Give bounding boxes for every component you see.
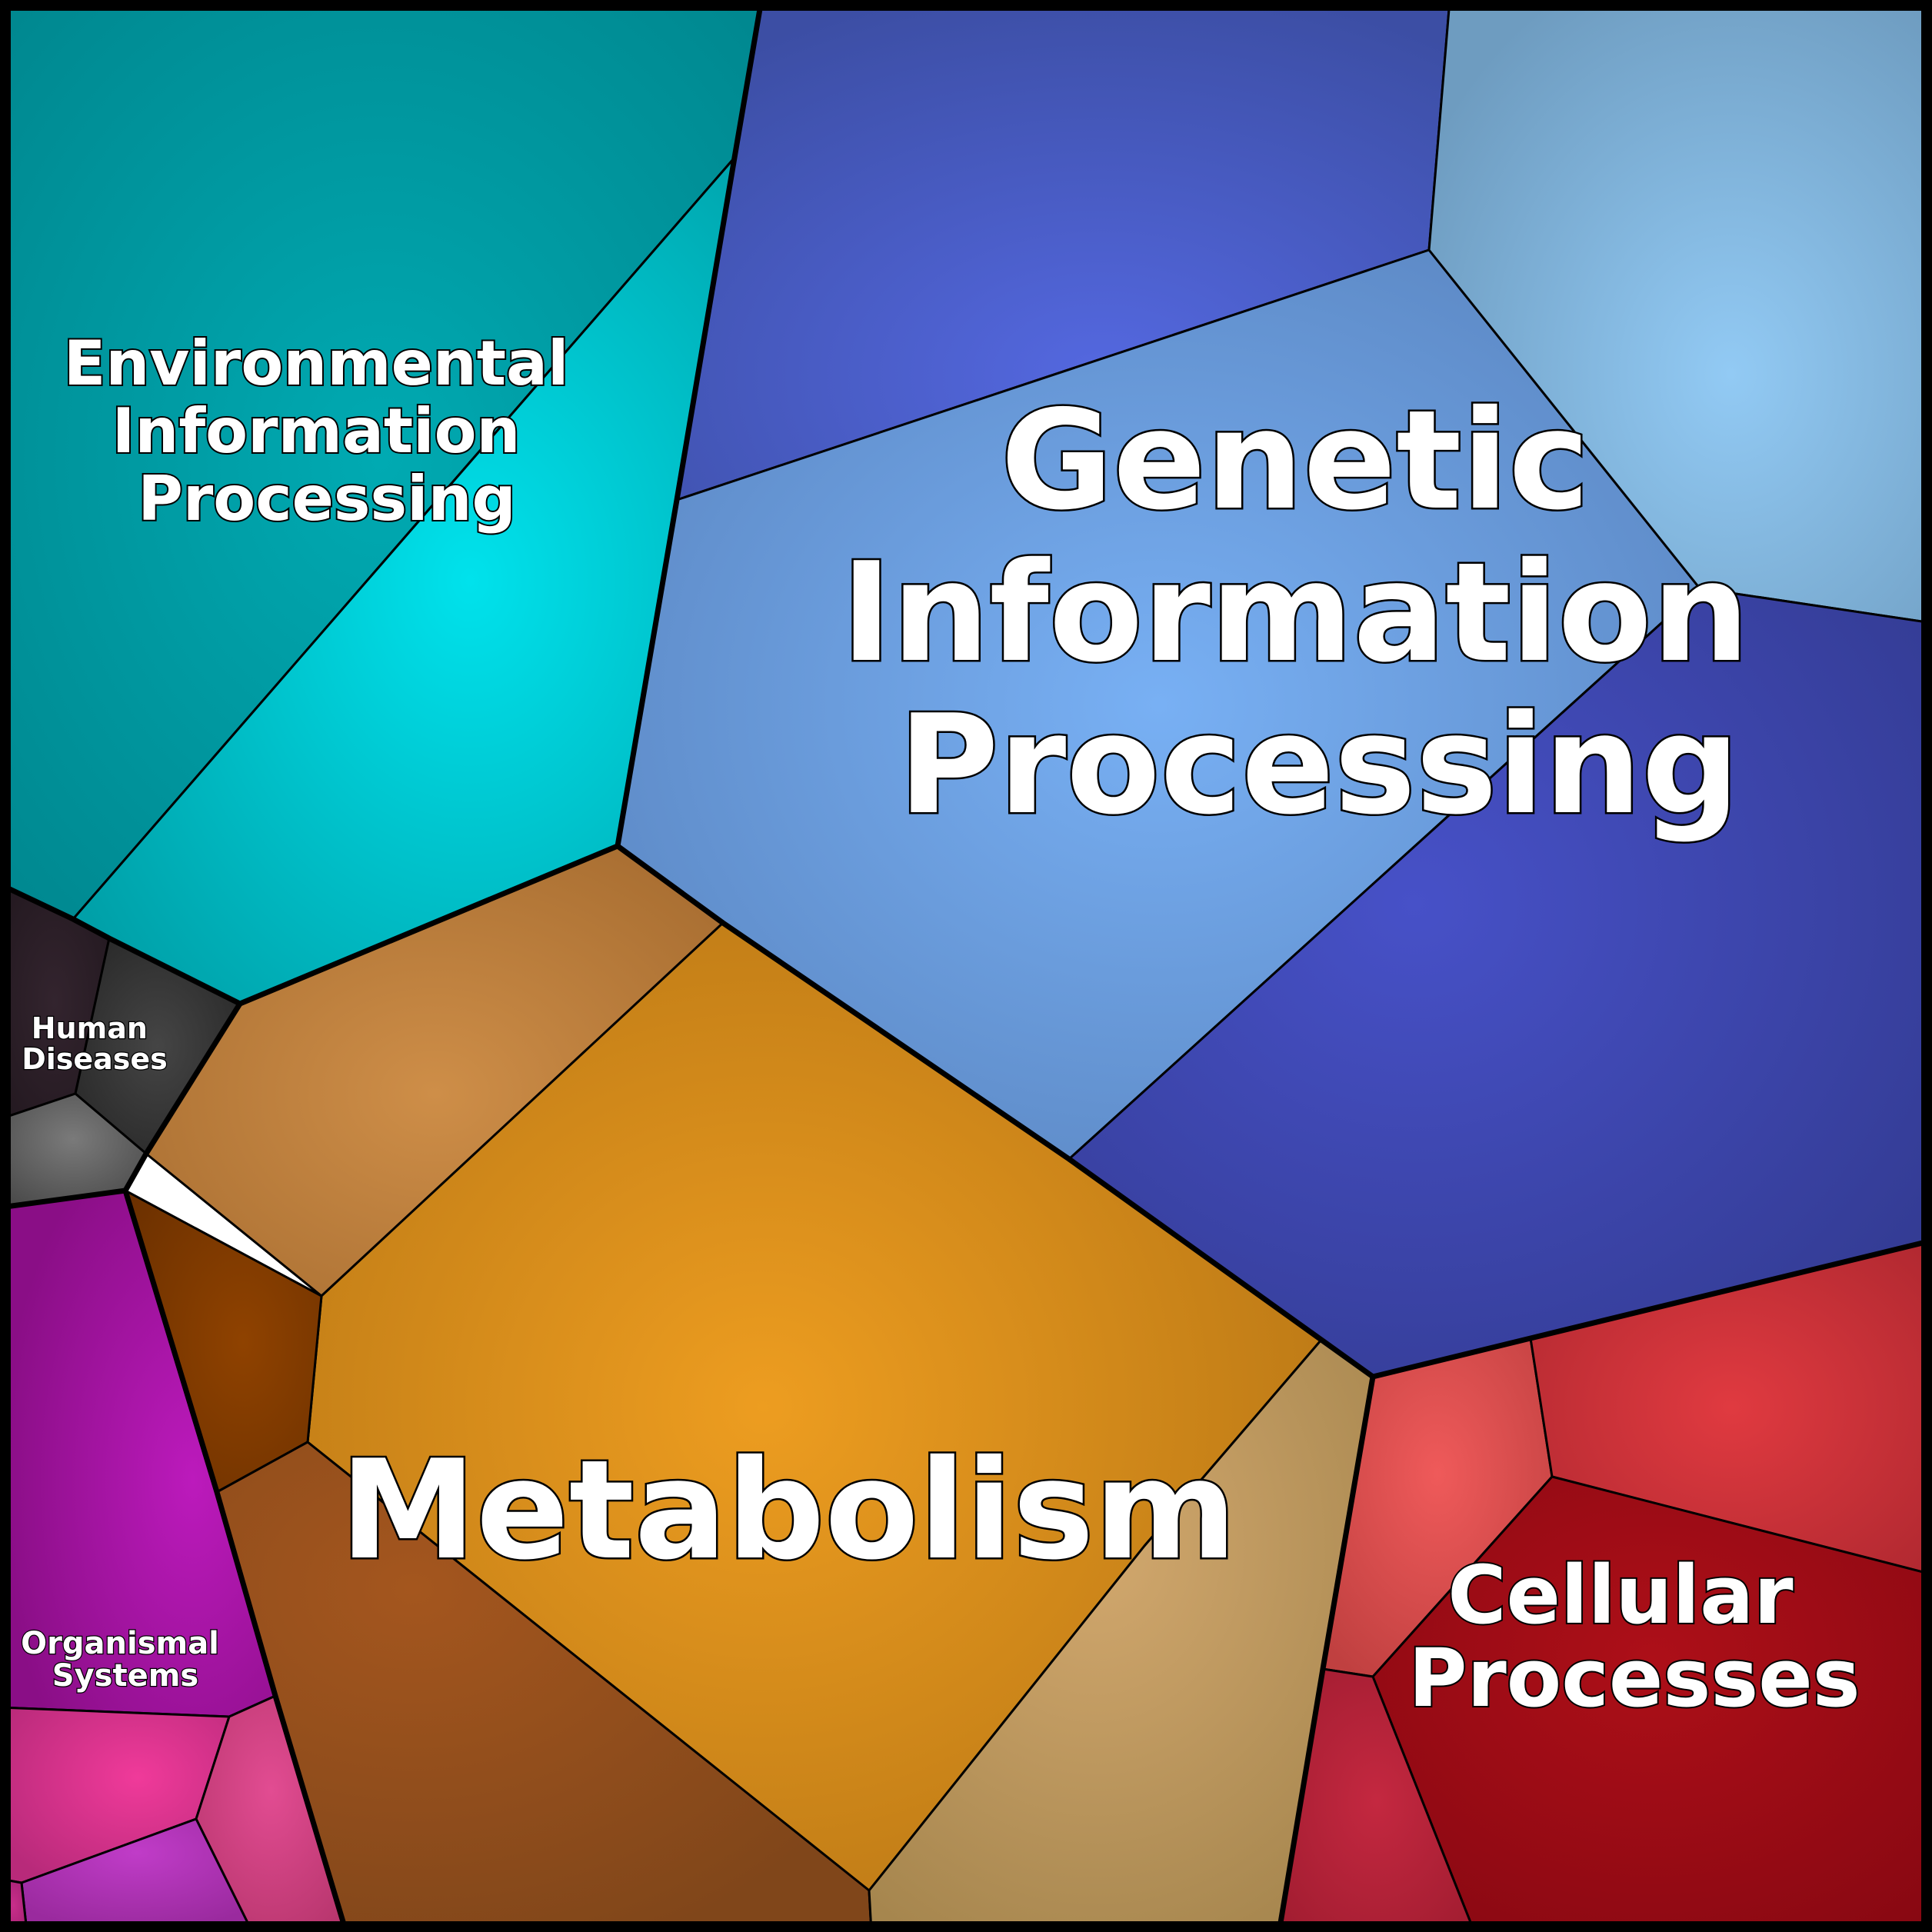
region-human-diseases	[0, 883, 242, 1209]
cell-cellular-3	[1371, 1475, 1932, 1932]
region-cellular	[1277, 1239, 1932, 1932]
boundary-metabolism-organismal	[122, 1188, 349, 1932]
label-human-diseases: Human Diseases	[22, 1011, 168, 1076]
boundary-human-metabolism	[122, 1001, 243, 1194]
boundary-environmental-metabolism	[237, 843, 621, 1007]
cell-organismal-3	[195, 1694, 348, 1932]
label-metabolism: Metabolism	[340, 1431, 1237, 1590]
label-environmental: Environmental Information Processing	[64, 328, 591, 535]
boundary-environmental-human	[0, 881, 243, 1007]
label-genetic: Genetic Information Processing	[841, 381, 1797, 844]
label-cellular: Cellular Processes	[1408, 1548, 1860, 1725]
boundary-metabolism-cellular	[1276, 1374, 1376, 1932]
boundary-human-organismal	[0, 1188, 128, 1211]
boundary-environmental-genetic	[615, 0, 764, 849]
boundary-genetic-cellular	[1370, 1237, 1932, 1380]
boundary-genetic-metabolism	[615, 843, 1376, 1380]
region-organismal	[0, 1189, 348, 1932]
region-metabolism	[124, 844, 1374, 1932]
category-labels: Environmental Information Processing Gen…	[20, 326, 1862, 1727]
region-genetic	[616, 0, 1932, 1378]
label-organismal: Organismal Systems	[21, 1626, 230, 1694]
